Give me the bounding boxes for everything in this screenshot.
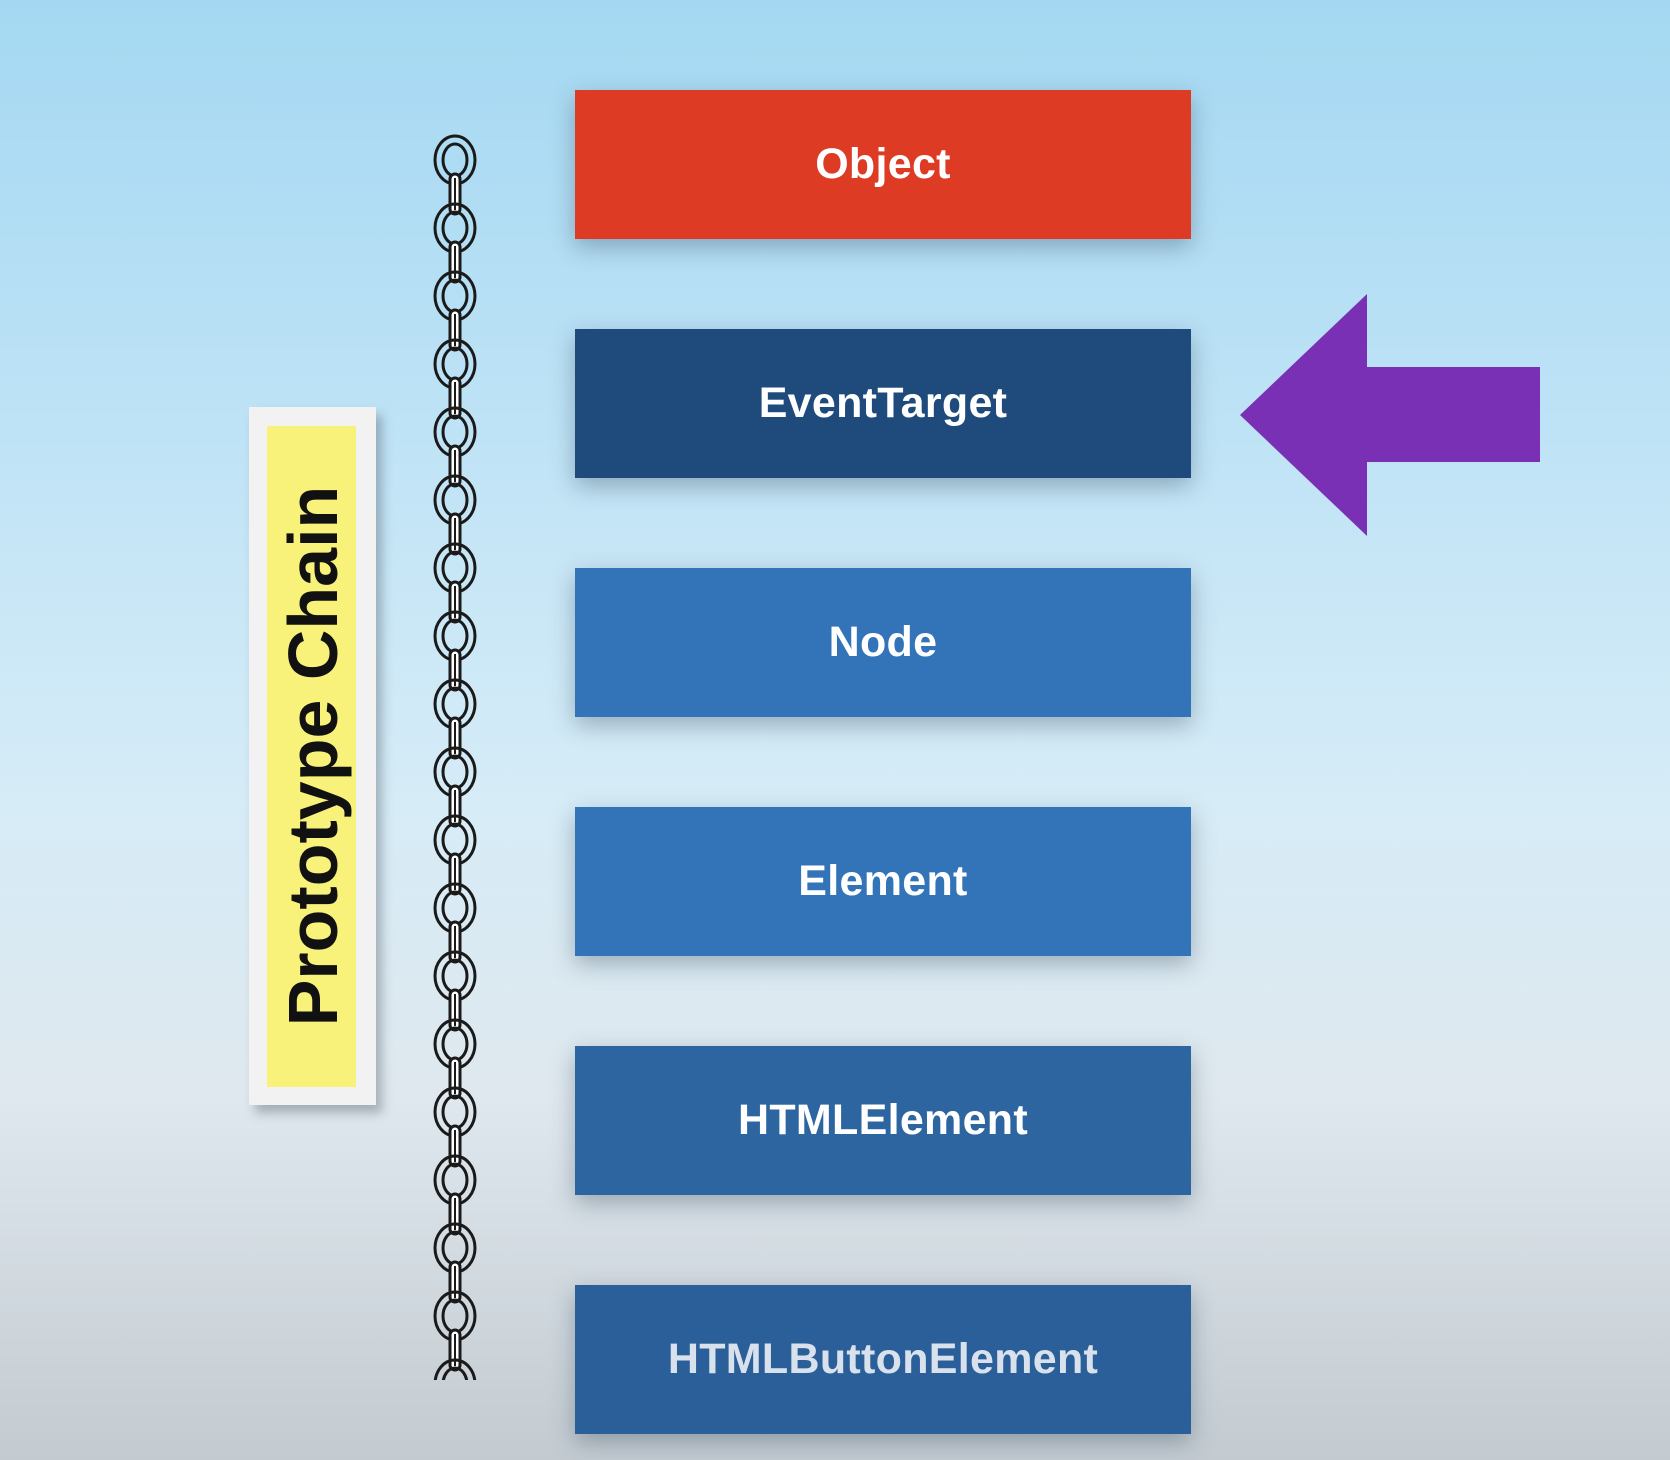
box-htmlelement-label: HTMLElement — [738, 1096, 1028, 1144]
chain-link-hole — [441, 346, 469, 382]
chain-link-hole — [441, 1094, 469, 1130]
chain-link-hole — [441, 1026, 469, 1062]
chain-link-hole — [441, 1298, 469, 1334]
chain-link-hole — [441, 686, 469, 722]
chain-icon — [433, 134, 477, 1380]
box-object-label: Object — [815, 140, 951, 188]
box-element: Element — [575, 807, 1191, 956]
prototype-chain-label: Prototype Chain — [273, 485, 352, 1027]
chain-link-hole — [441, 618, 469, 654]
box-htmlbuttonelement: HTMLButtonElement — [575, 1285, 1191, 1434]
chain-link-hole — [441, 482, 469, 518]
left-arrow-icon — [1240, 294, 1540, 536]
chain-link — [433, 1358, 477, 1380]
box-object: Object — [575, 90, 1191, 239]
chain-link-hole — [441, 278, 469, 314]
chain-link-hole — [441, 822, 469, 858]
box-eventtarget-label: EventTarget — [758, 379, 1008, 427]
chain-link-hole — [441, 210, 469, 246]
box-node-label: Node — [828, 618, 938, 666]
chain-link-hole — [441, 550, 469, 586]
chain-link-hole — [441, 1366, 469, 1380]
box-htmlbuttonelement-label: HTMLButtonElement — [667, 1335, 1099, 1383]
box-element-label: Element — [798, 857, 968, 905]
box-node: Node — [575, 568, 1191, 717]
prototype-chain-tag: Prototype Chain — [249, 407, 376, 1105]
box-eventtarget: EventTarget — [575, 329, 1191, 478]
chain-link-hole — [441, 142, 469, 178]
tag-highlight — [267, 426, 356, 1087]
box-htmlelement: HTMLElement — [575, 1046, 1191, 1195]
chain-link-hole — [441, 754, 469, 790]
chain-link-hole — [441, 1162, 469, 1198]
chain-link-hole — [441, 890, 469, 926]
chain-link-hole — [441, 414, 469, 450]
chain-link-hole — [441, 958, 469, 994]
chain-link-hole — [441, 1230, 469, 1266]
